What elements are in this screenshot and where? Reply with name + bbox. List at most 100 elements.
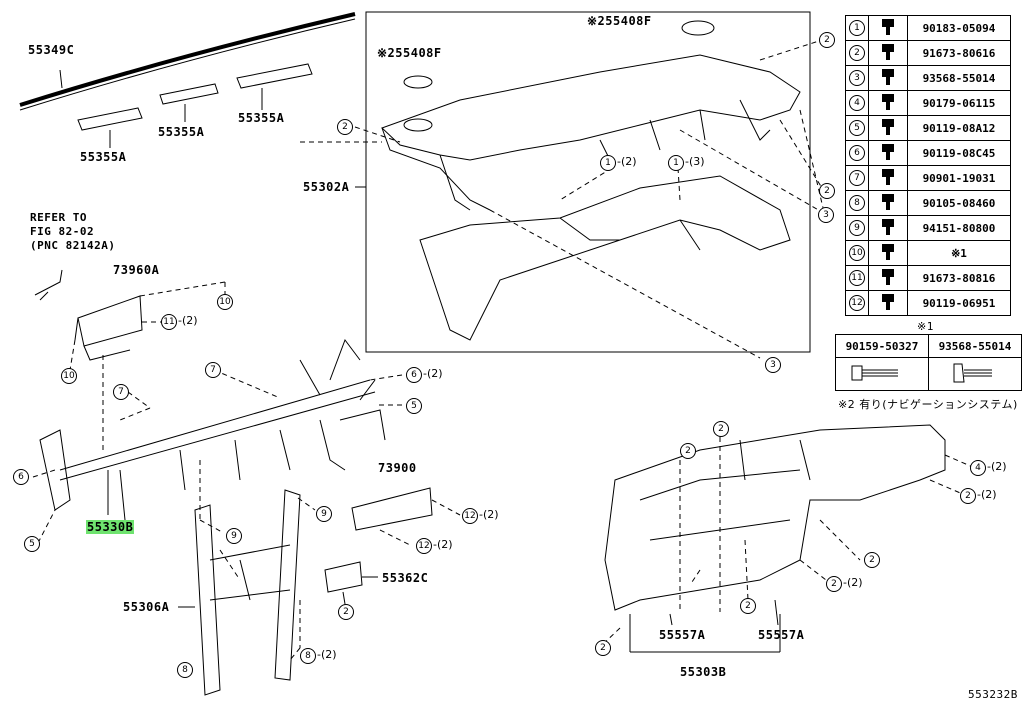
callout[interactable]: 12 xyxy=(462,508,478,524)
fastener-row[interactable]: 5 90119-08A12 xyxy=(845,115,1011,141)
callout[interactable]: 2 xyxy=(595,640,611,656)
fastener-index: 1 xyxy=(849,20,865,36)
fastener-part-number[interactable]: 90119-06951 xyxy=(907,290,1011,316)
fastener-part-number[interactable]: 91673-80616 xyxy=(907,40,1011,66)
callout[interactable]: 5 xyxy=(24,536,40,552)
part-label-73960a[interactable]: 73960A xyxy=(113,263,160,277)
callout-qty: -(3) xyxy=(685,155,705,168)
callout[interactable]: 2 xyxy=(740,598,756,614)
fastener-icon xyxy=(868,165,908,191)
fastener-row[interactable]: 3 93568-55014 xyxy=(845,65,1011,91)
callout[interactable]: 3 xyxy=(818,207,834,223)
fastener-part-number[interactable]: 93568-55014 xyxy=(907,65,1011,91)
fastener-part-number[interactable]: ※1 xyxy=(907,240,1011,266)
callout[interactable]: 2 xyxy=(819,32,835,48)
callout[interactable]: 6 xyxy=(406,367,422,383)
fastener-icon xyxy=(868,265,908,291)
fastener-part-number[interactable]: 90119-08C45 xyxy=(907,140,1011,166)
fastener-icon xyxy=(868,215,908,241)
part-label-55302a[interactable]: 55302A xyxy=(303,180,350,194)
part-label-55355a[interactable]: 55355A xyxy=(158,125,205,139)
part-label-55408f[interactable]: ※255408F xyxy=(587,14,652,28)
part-label-55408f[interactable]: ※255408F xyxy=(377,46,442,60)
fastener-index: 11 xyxy=(849,270,865,286)
callout[interactable]: 9 xyxy=(226,528,242,544)
fastener-row[interactable]: 11 91673-80816 xyxy=(845,265,1011,291)
callout[interactable]: 1 xyxy=(668,155,684,171)
part-label-55306a[interactable]: 55306A xyxy=(123,600,170,614)
callout[interactable]: 11 xyxy=(161,314,177,330)
callout[interactable]: 2 xyxy=(713,421,729,437)
fastener-index: 5 xyxy=(849,120,865,136)
callout[interactable]: 5 xyxy=(406,398,422,414)
fastener-index: 10 xyxy=(849,245,865,261)
callout[interactable]: 10 xyxy=(217,294,233,310)
fastener-icon xyxy=(868,240,908,266)
fastener-icon xyxy=(868,190,908,216)
callout[interactable]: 4 xyxy=(970,460,986,476)
callout[interactable]: 10 xyxy=(61,368,77,384)
note1-part-b[interactable]: 93568-55014 xyxy=(928,334,1022,358)
callout[interactable]: 2 xyxy=(337,119,353,135)
part-label-55355a[interactable]: 55355A xyxy=(238,111,285,125)
callout[interactable]: 2 xyxy=(960,488,976,504)
fastener-index: 12 xyxy=(849,295,865,311)
part-label-55362c[interactable]: 55362C xyxy=(382,571,429,585)
callout[interactable]: 2 xyxy=(680,443,696,459)
callout[interactable]: 8 xyxy=(300,648,316,664)
callout[interactable]: 6 xyxy=(13,469,29,485)
fastener-row[interactable]: 1 90183-05094 xyxy=(845,15,1011,41)
note1-part-a[interactable]: 90159-50327 xyxy=(835,334,929,358)
fastener-icon xyxy=(868,90,908,116)
callout-qty: -(2) xyxy=(617,155,637,168)
callout[interactable]: 2 xyxy=(864,552,880,568)
fastener-part-number[interactable]: 91673-80816 xyxy=(907,265,1011,291)
callout[interactable]: 7 xyxy=(205,362,221,378)
callout[interactable]: 2 xyxy=(338,604,354,620)
fastener-row[interactable]: 10 ※1 xyxy=(845,240,1011,266)
part-label-55303b[interactable]: 55303B xyxy=(680,665,727,679)
fastener-icon xyxy=(868,15,908,41)
callout-qty: -(2) xyxy=(178,314,198,327)
part-label-55349c[interactable]: 55349C xyxy=(28,43,75,57)
part-label-55330b-highlighted[interactable]: 55330B xyxy=(86,520,135,534)
callout[interactable]: 7 xyxy=(113,384,129,400)
callout-qty: -(2) xyxy=(317,648,337,661)
callout[interactable]: 2 xyxy=(819,183,835,199)
part-label-73900[interactable]: 73900 xyxy=(378,461,417,475)
fastener-row[interactable]: 12 90119-06951 xyxy=(845,290,1011,316)
callout[interactable]: 8 xyxy=(177,662,193,678)
fastener-index: 3 xyxy=(849,70,865,86)
part-label-55557a[interactable]: 55557A xyxy=(758,628,805,642)
fastener-part-number[interactable]: 94151-80800 xyxy=(907,215,1011,241)
callout[interactable]: 3 xyxy=(765,357,781,373)
refer-note-line1: REFER TO xyxy=(30,211,87,224)
part-label-55557a[interactable]: 55557A xyxy=(659,628,706,642)
fastener-row[interactable]: 7 90901-19031 xyxy=(845,165,1011,191)
callout[interactable]: 1 xyxy=(600,155,616,171)
fastener-index: 7 xyxy=(849,170,865,186)
fastener-part-number[interactable]: 90179-06115 xyxy=(907,90,1011,116)
fastener-index: 9 xyxy=(849,220,865,236)
fastener-icon xyxy=(868,140,908,166)
fastener-row[interactable]: 9 94151-80800 xyxy=(845,215,1011,241)
note1-mark: ※1 xyxy=(917,320,934,333)
fastener-icon xyxy=(868,290,908,316)
refer-note-line2: FIG 82-02 xyxy=(30,225,95,238)
fastener-part-number[interactable]: 90901-19031 xyxy=(907,165,1011,191)
callout[interactable]: 2 xyxy=(826,576,842,592)
fastener-part-number[interactable]: 90119-08A12 xyxy=(907,115,1011,141)
fastener-part-number[interactable]: 90105-08460 xyxy=(907,190,1011,216)
callout[interactable]: 12 xyxy=(416,538,432,554)
fastener-part-number[interactable]: 90183-05094 xyxy=(907,15,1011,41)
callout[interactable]: 9 xyxy=(316,506,332,522)
part-label-55355a[interactable]: 55355A xyxy=(80,150,127,164)
refer-note-line3: (PNC 82142A) xyxy=(30,239,116,252)
